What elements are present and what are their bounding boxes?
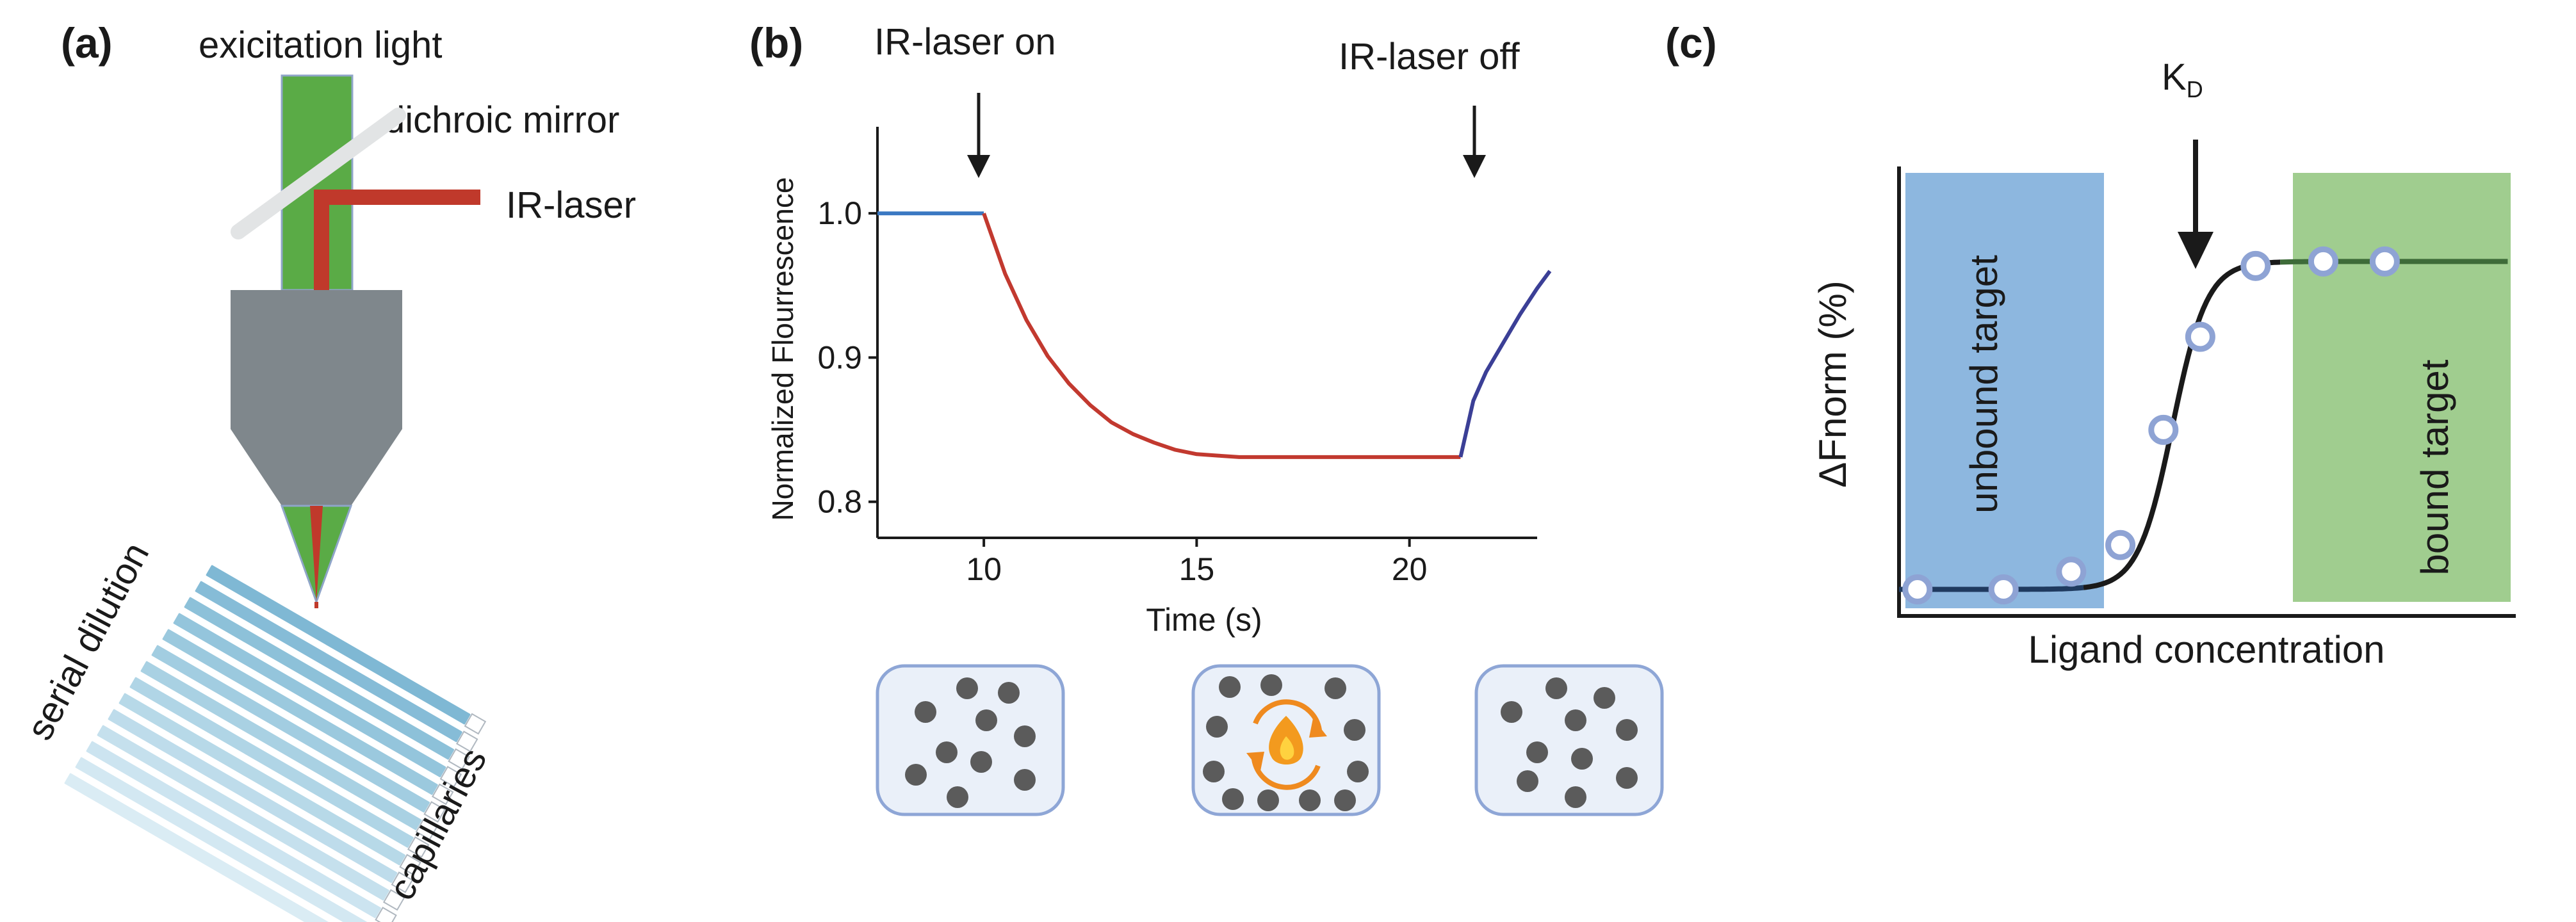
y-tick-label: 1.0 [817,195,862,231]
objective-lens [231,290,402,506]
dichroic-mirror-label: dichroic mirror [384,99,619,141]
fluorescence-series-line [1458,270,1552,458]
heated-particles-icon [1191,664,1381,816]
y-tick-label: 0.8 [817,484,862,520]
panel-b-letter: (b) [749,19,803,67]
data-point [1902,574,1933,604]
laser-focus [310,506,323,602]
x-tick-label: 20 [1392,551,1428,587]
data-point [2185,321,2215,352]
chart-c-points [1902,246,2400,604]
ir-laser-label: IR-laser [506,184,636,226]
ir-laser-on-label: IR-laser on [874,21,1056,63]
data-point [2308,246,2338,277]
x-tick-label: 10 [966,551,1002,587]
particles-icon [876,664,1065,816]
chart-c-xlabel: Ligand concentration [2028,628,2384,671]
data-point [2105,530,2136,560]
laser-off-arrow [1463,106,1486,178]
bound-region [2293,173,2511,602]
panel-a-letter: (a) [61,19,113,67]
chart-b-series [877,211,1552,459]
dichroic-mirror [231,108,406,239]
chart-c-ylabel: ΔFnorm (%) [1811,280,1854,487]
data-point [1988,574,2019,604]
chart-b-ticks: 10 15 20 0.8 0.9 1.0 [817,195,1427,587]
capillaries [62,563,487,922]
chart-b-xlabel: Time (s) [1146,602,1262,638]
kd-arrow [2178,140,2213,269]
x-tick-label: 15 [1179,551,1215,587]
data-point [2369,246,2400,277]
data-point [2056,556,2087,587]
excitation-light-label: exicitation light [199,24,442,66]
panel-a: (a) exicitation light dichroic mirror IR… [19,19,636,922]
chart-b-ylabel: Normalized Flourrescence [766,177,799,521]
ir-laser-off-label: IR-laser off [1339,36,1520,77]
panel-c: (c) KD unbound target bound target ΔFnor… [1665,19,2516,671]
y-tick-label: 0.9 [817,339,862,375]
kd-label: KD [2162,56,2203,102]
ir-laser-beam [314,190,480,290]
bound-target-label: bound target [2413,359,2456,575]
panel-b: (b) IR-laser on IR-laser off 10 15 20 0.8 0.… [749,19,1664,816]
fluorescence-series-line [982,213,1461,459]
unbound-target-label: unbound target [1962,255,2005,514]
data-point [2148,414,2179,445]
panel-c-letter: (c) [1665,19,1717,67]
unbound-region [1905,173,2104,608]
particles-icon [1474,664,1664,816]
data-point [2240,250,2271,281]
laser-on-arrow [967,93,990,178]
